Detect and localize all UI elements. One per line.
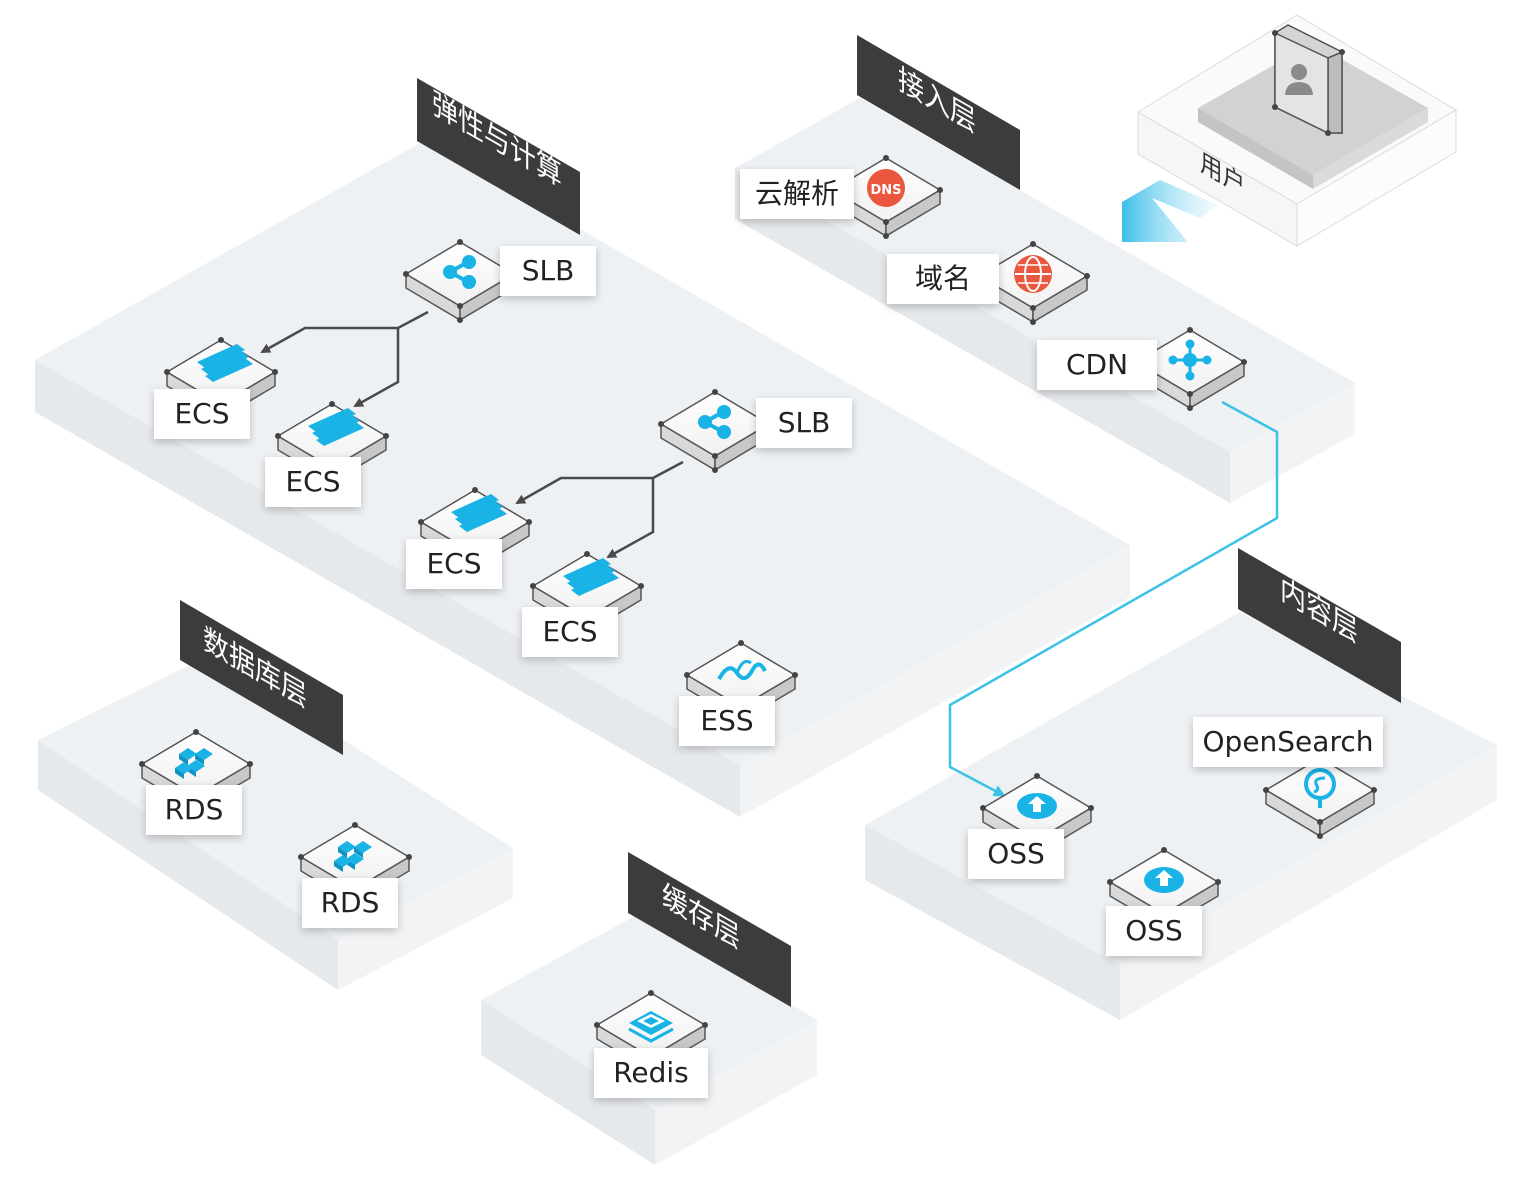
label-ecs-3: ECS	[406, 539, 502, 589]
label-ess: ESS	[679, 696, 775, 746]
dns-icon: DNS	[867, 169, 905, 207]
label-opensearch: OpenSearch	[1193, 717, 1383, 767]
redis-icon	[628, 1011, 674, 1043]
person-icon	[1285, 64, 1313, 95]
slb2-connectors	[515, 460, 684, 559]
ess-icon	[717, 659, 767, 681]
label-ecs-1: ECS	[154, 389, 250, 439]
label-ecs-4: ECS	[522, 607, 618, 657]
ecs-icon	[451, 494, 507, 532]
search-icon	[1304, 768, 1336, 808]
user-device	[1272, 24, 1345, 136]
slb1-connectors	[260, 310, 429, 408]
label-rds-1: RDS	[146, 785, 242, 835]
cdn-icon	[1168, 339, 1212, 381]
tile-domain	[976, 241, 1090, 325]
ecs-icon	[197, 344, 253, 382]
tile-oss-1	[980, 773, 1094, 857]
svg-text:DNS: DNS	[870, 183, 901, 198]
slb-icon	[698, 405, 731, 439]
label-slb-1: SLB	[500, 246, 596, 296]
rds-icon	[334, 841, 372, 872]
user-to-access-arrow	[1122, 180, 1218, 242]
tile-ecs-1	[164, 337, 278, 421]
slb-icon	[443, 255, 476, 289]
label-ecs-2: ECS	[265, 457, 361, 507]
ecs-icon	[563, 558, 619, 596]
service-tiles: DNS	[139, 155, 1377, 1074]
label-cdn: CDN	[1037, 340, 1157, 390]
globe-icon	[1014, 255, 1052, 293]
oss-icon	[1144, 867, 1184, 893]
label-dns: 云解析	[740, 169, 854, 219]
tile-opensearch	[1263, 755, 1377, 839]
label-domain: 域名	[887, 254, 999, 304]
rds-icon	[175, 748, 213, 779]
label-redis: Redis	[594, 1048, 708, 1098]
ecs-icon	[308, 408, 364, 446]
label-rds-2: RDS	[302, 878, 398, 928]
cdn-to-oss-flow-line	[948, 400, 1279, 797]
label-oss-1: OSS	[968, 829, 1064, 879]
oss-icon	[1017, 793, 1057, 819]
platform-elastic-compute	[35, 140, 1130, 817]
label-slb-2: SLB	[756, 398, 852, 448]
label-oss-2: OSS	[1106, 906, 1202, 956]
